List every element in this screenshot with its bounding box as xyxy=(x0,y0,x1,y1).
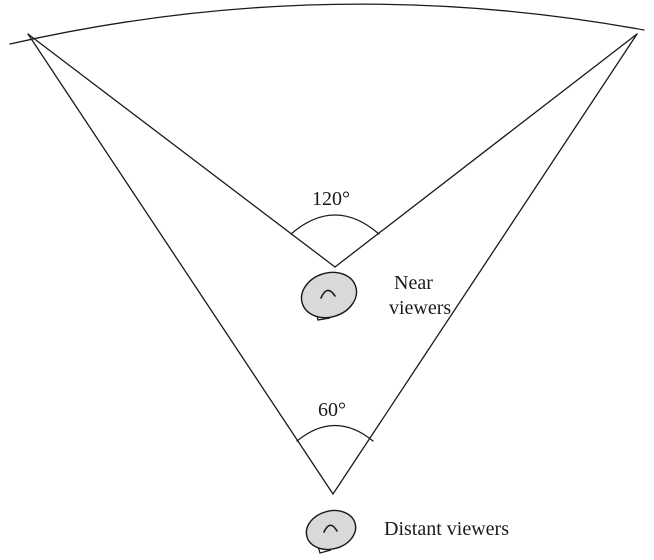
distant-viewer-head-icon xyxy=(305,509,357,554)
near-angle-arc xyxy=(290,214,380,235)
distant-cone-right-edge xyxy=(332,33,638,495)
near-viewers-label-line2: viewers xyxy=(389,297,451,319)
near-viewers-label-line1: Near xyxy=(394,272,433,294)
near-cone-right-edge xyxy=(334,33,638,268)
distant-angle-arc xyxy=(296,424,374,442)
distant-cone-left-edge xyxy=(27,33,334,495)
near-cone-left-edge xyxy=(27,33,336,268)
near-viewer-head-icon xyxy=(300,271,358,321)
distant-viewers-label: Distant viewers xyxy=(384,518,509,540)
near-angle-label: 120° xyxy=(312,188,350,210)
screen-curve xyxy=(9,3,645,45)
distant-angle-label: 60° xyxy=(318,399,346,421)
